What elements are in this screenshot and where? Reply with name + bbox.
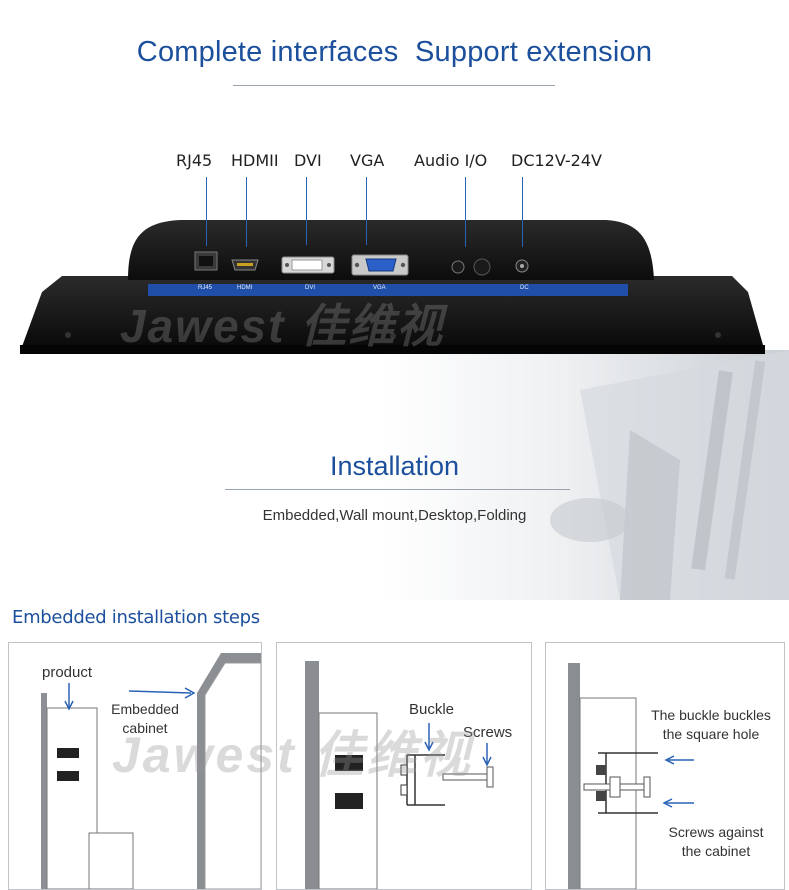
leader-line-rj45	[206, 177, 207, 246]
audio-port-icon	[451, 258, 491, 276]
title-divider	[233, 85, 555, 86]
port-label-vga: VGA	[350, 151, 385, 170]
label-screws: Screws	[463, 724, 513, 741]
installation-divider	[225, 489, 570, 490]
port-label-dc: DC12V-24V	[511, 151, 602, 170]
steps-title: Embedded installation steps	[12, 607, 260, 628]
strip-label-rj45: RJ45	[198, 285, 213, 291]
embedded-diagram	[41, 653, 261, 889]
label-cabinet-line2: cabinet	[122, 720, 168, 736]
leader-line-vga	[366, 177, 367, 245]
installation-background-photo	[380, 350, 789, 600]
watermark-logo-lower: Jawest 佳维视	[112, 727, 473, 783]
dc-port-icon	[515, 259, 529, 273]
label-cabinet-line1: Embedded	[111, 701, 179, 717]
dvi-port-icon	[281, 256, 335, 274]
leader-line-audio	[465, 177, 466, 247]
leader-line-hdmi	[246, 177, 247, 247]
label-buckle-line1: The buckle buckles	[651, 707, 771, 723]
installation-title: Installation	[329, 451, 460, 481]
label-buckle: Buckle	[409, 701, 455, 718]
leader-line-dvi	[306, 177, 307, 245]
page-title: Complete interfaces Support extension	[136, 36, 653, 68]
buckle-diagram	[305, 661, 494, 889]
label-screws-line2: the cabinet	[681, 843, 751, 859]
strip-label-hdmi: HDMI	[237, 285, 253, 291]
port-label-rj45: RJ45	[176, 151, 213, 170]
watermark-logo: Jawest 佳维视	[120, 300, 445, 352]
step-panel-2: Buckle Screws	[276, 642, 532, 890]
step-panel-3: The buckle buckles the square hole Screw…	[545, 642, 785, 890]
port-label-dvi: DVI	[294, 151, 322, 170]
strip-label-dvi: DVI	[305, 285, 316, 291]
port-label-hdmi: HDMII	[231, 151, 279, 170]
label-screws-line1: Screws against	[668, 824, 764, 840]
label-buckle-line2: the square hole	[662, 726, 760, 742]
leader-line-dc	[522, 177, 523, 247]
port-label-audio: Audio I/O	[414, 151, 488, 170]
device-ports	[194, 251, 529, 276]
label-product: product	[42, 664, 93, 681]
rj45-port-icon	[194, 251, 218, 271]
strip-label-vga: VGA	[373, 285, 386, 291]
vga-port-icon	[351, 254, 409, 276]
installation-subtitle: Embedded,Wall mount,Desktop,Folding	[262, 507, 527, 524]
strip-label-dc: DC	[520, 285, 529, 291]
screw-fastening-diagram	[568, 663, 694, 889]
hdmi-port-icon	[231, 259, 259, 271]
